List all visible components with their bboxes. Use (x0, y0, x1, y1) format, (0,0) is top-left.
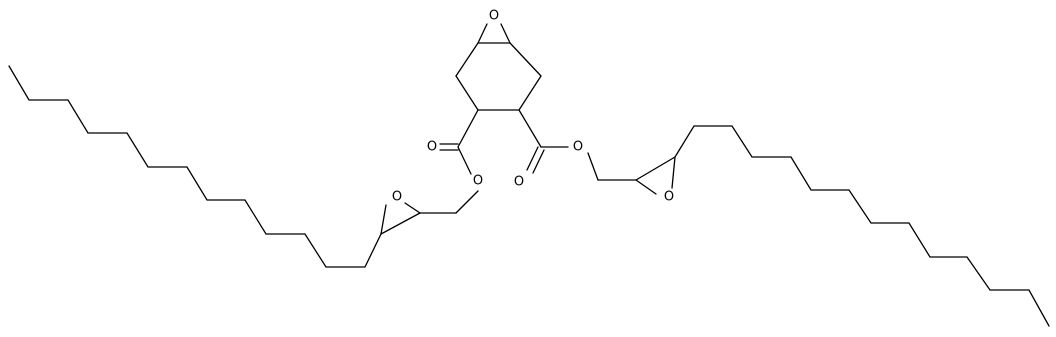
svg-text:O: O (573, 140, 583, 155)
top-epoxide-bonds (477, 23, 511, 44)
oxygen-atom-epoxide-top: O (486, 8, 502, 24)
cyclohexane-ring-bonds (455, 42, 542, 111)
left-oxirane-bonds (380, 202, 457, 235)
svg-text:O: O (473, 174, 483, 189)
oxygen-atom-left-oxirane: O (389, 189, 405, 205)
svg-text:O: O (489, 9, 499, 24)
right-alkyl-chain (674, 125, 1050, 327)
left-ester-bonds (439, 109, 479, 214)
oxygen-atom-left-ester: O (470, 173, 486, 189)
oxygen-atom-right-carbonyl: O (511, 174, 527, 190)
right-oxirane-bonds (597, 156, 676, 195)
left-alkyl-chain (8, 65, 382, 268)
oxygen-atom-right-ester: O (570, 139, 586, 155)
svg-text:O: O (392, 190, 402, 205)
svg-text:O: O (664, 190, 674, 205)
oxygen-atom-right-oxirane: O (661, 189, 677, 205)
right-ester-bonds (518, 109, 599, 181)
svg-text:O: O (514, 175, 524, 190)
oxygen-atom-left-carbonyl: O (424, 139, 440, 155)
svg-text:O: O (427, 140, 437, 155)
